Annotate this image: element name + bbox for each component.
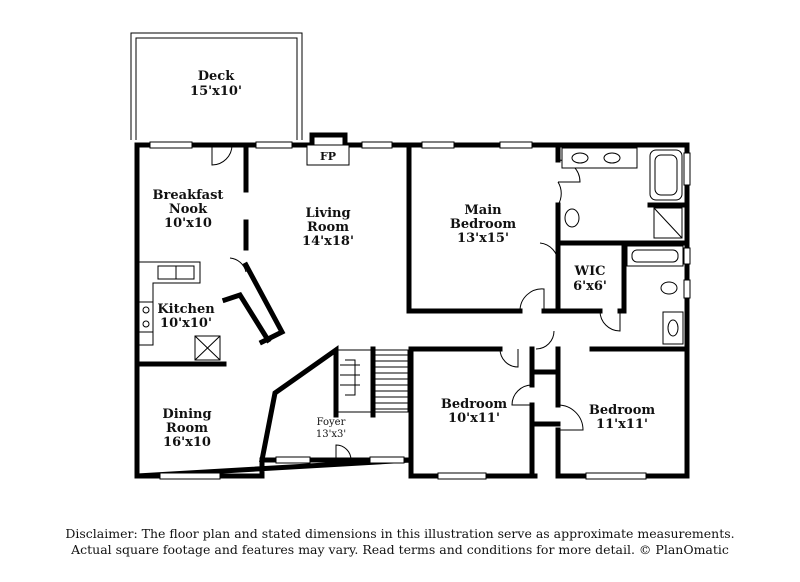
stairs [337, 349, 409, 413]
kitchen-fixtures [137, 261, 221, 361]
dining-room-dims: 16'x10 [163, 435, 211, 450]
dining-room-name-2: Room [166, 421, 208, 436]
living-room-name-1: Living [305, 206, 350, 221]
interior-walls [134, 142, 690, 479]
deck-name: Deck [198, 69, 235, 84]
breakfast-nook-name-2: Nook [169, 202, 208, 217]
breakfast-nook-name-1: Breakfast [153, 188, 224, 203]
doors [211, 144, 621, 461]
kitchen-name: Kitchen [157, 302, 215, 317]
deck-dims: 15'x10' [190, 84, 242, 99]
windows [149, 141, 691, 480]
bedroom-2-dims: 10'x11' [448, 411, 500, 426]
wic-dims: 6'x6' [573, 279, 607, 294]
wic-name: WIC [573, 264, 605, 279]
fireplace-label: FP [320, 150, 336, 163]
exterior-walls [134, 132, 690, 479]
foyer-dims: 13'x3' [316, 429, 346, 440]
fireplace: FP [306, 144, 350, 166]
living-room-dims: 14'x18' [302, 234, 354, 249]
disclaimer-line-2: Actual square footage and features may v… [71, 542, 729, 557]
bedroom-2-name: Bedroom [441, 397, 508, 412]
bedroom-3-name: Bedroom [589, 403, 656, 418]
main-bedroom-name-1: Main [464, 203, 502, 218]
main-bedroom-name-2: Bedroom [450, 217, 517, 232]
living-room-name-2: Room [307, 220, 349, 235]
deck [130, 32, 303, 140]
foyer-name: Foyer [317, 417, 346, 428]
breakfast-nook-dims: 10'x10 [164, 216, 212, 231]
dining-room-name-1: Dining [162, 407, 211, 422]
bedroom-3-dims: 11'x11' [596, 417, 648, 432]
disclaimer-line-1: Disclaimer: The floor plan and stated di… [65, 526, 735, 541]
bath-fixtures [561, 147, 684, 345]
room-labels: Deck 15'x10' Breakfast Nook 10'x10 Livin… [153, 69, 656, 450]
main-bedroom-dims: 13'x15' [457, 231, 509, 246]
kitchen-dims: 10'x10' [160, 316, 212, 331]
